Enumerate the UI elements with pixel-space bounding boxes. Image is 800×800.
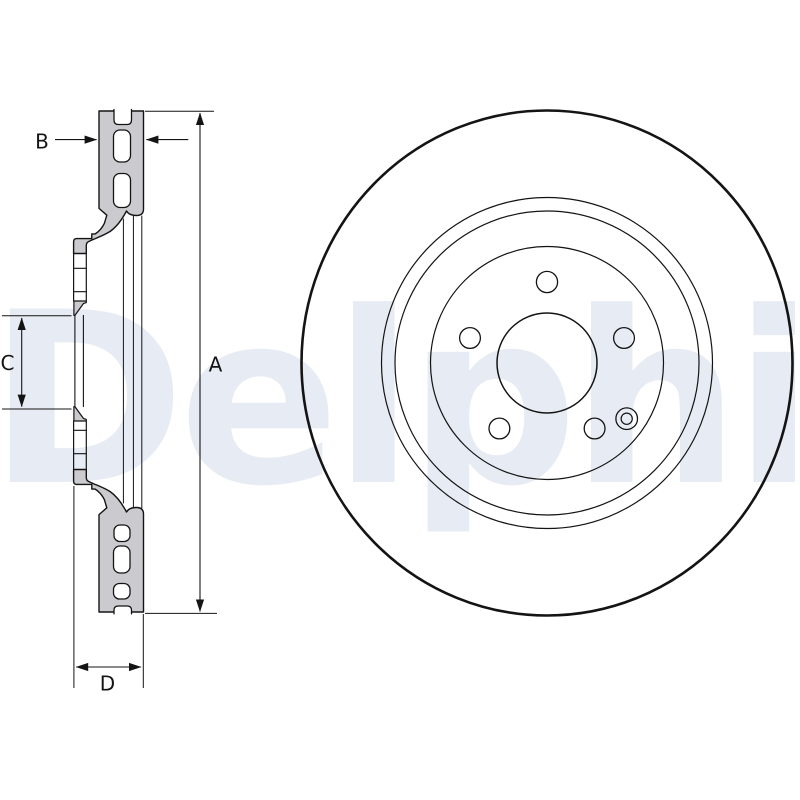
vent-hole [112,582,131,600]
bore-chamfer-block [73,300,87,316]
pin-hole-outer [615,407,639,431]
cross-section-view [72,108,145,615]
disc-outer-edge [300,109,794,617]
hub-face-circle [429,245,665,481]
vent-notch-top-edge [113,108,133,126]
vent-hole [113,524,131,543]
wheel-bolt-holes [458,270,636,440]
hub-flange-section [72,252,87,471]
front-view [300,109,794,617]
label-b: B [35,130,49,154]
vent-hole [112,545,131,574]
centre-bore [496,312,598,414]
label-c: C [1,351,15,375]
bolt-hole [458,326,482,350]
locating-pin-hole [615,407,639,431]
bolt-hole [583,417,606,440]
friction-ring-inner [394,210,700,516]
pin-hole-inner [620,412,633,425]
section-lower-half [72,468,145,613]
friction-ring-outer [380,196,714,530]
bolt-hole [535,270,559,294]
label-a: A [209,353,223,377]
vent-hole [112,172,132,209]
vent-notch-bottom-edge [113,605,133,615]
dimension-labels: A B C D [1,130,223,696]
bolt-hole [488,417,511,440]
bolt-hole [612,326,636,350]
vent-hole [112,129,132,163]
label-d: D [100,672,115,696]
dimensions [2,110,217,688]
